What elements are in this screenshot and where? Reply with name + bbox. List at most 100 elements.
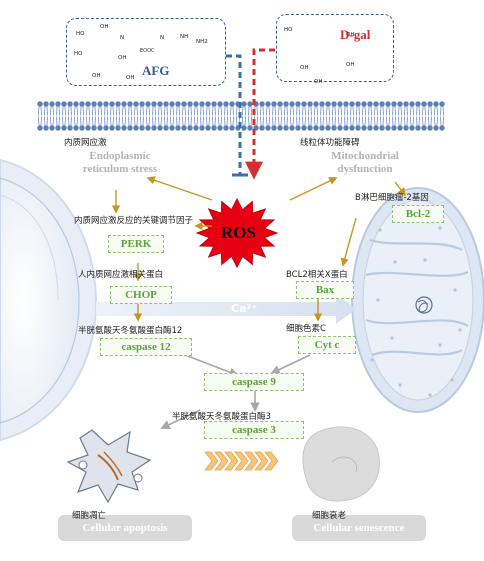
lipid-head (421, 125, 427, 131)
dgal-atom-label: OH (300, 65, 309, 71)
lipid-head (97, 125, 103, 131)
lipid-head (331, 125, 337, 131)
dgal-atom-label: OH (346, 62, 355, 68)
lipid-head (355, 125, 361, 131)
lipid-head (325, 101, 331, 107)
lipid-head (439, 125, 445, 131)
lipid-head (37, 101, 43, 107)
lipid-tail (278, 106, 282, 116)
lipid-head (229, 125, 235, 131)
lipid-head (385, 125, 391, 131)
pathway-arrows (111, 176, 407, 322)
lipid-tail (98, 116, 102, 126)
nucleus-er (0, 158, 98, 442)
lipid-tail (380, 116, 384, 126)
lipid-head (409, 125, 415, 131)
lipid-head (91, 101, 97, 107)
mito-granule (398, 383, 402, 387)
lipid-tail (164, 116, 168, 126)
lipid-head (145, 101, 151, 107)
lipid-head (337, 101, 343, 107)
lipid-tail (272, 106, 276, 116)
lipid-tail (188, 106, 192, 116)
lipid-tail (152, 116, 156, 126)
lipid-head (67, 125, 73, 131)
lipid-tail (290, 116, 294, 126)
lipid-head (199, 125, 205, 131)
lipid-tail (320, 106, 324, 116)
lipid-head (43, 101, 49, 107)
lipid-head (103, 101, 109, 107)
lipid-head (349, 101, 355, 107)
chevron-shape (264, 451, 279, 471)
lipid-tail (146, 116, 150, 126)
lipid-tail (308, 106, 312, 116)
lipid-tail (230, 116, 234, 126)
lipid-head (301, 125, 307, 131)
lipid-head (175, 101, 181, 107)
lipid-head (223, 125, 229, 131)
lipid-head (181, 101, 187, 107)
lipid-head (349, 125, 355, 131)
lipid-head (211, 125, 217, 131)
lipid-tail (350, 116, 354, 126)
lipid-tail (224, 106, 228, 116)
lipid-head (85, 125, 91, 131)
lipid-head (133, 101, 139, 107)
lipid-tail (194, 116, 198, 126)
lipid-tail (230, 106, 234, 116)
afg-atom-label: OH (92, 73, 101, 79)
lipid-head (367, 101, 373, 107)
afg-atom-label: HO (76, 31, 85, 37)
lipid-tail (314, 116, 318, 126)
lipid-head (379, 125, 385, 131)
lipid-tail (116, 106, 120, 116)
lipid-tail (422, 106, 426, 116)
lipid-head (373, 125, 379, 131)
lipid-tail (224, 116, 228, 126)
lipid-head (313, 101, 319, 107)
lipid-head (439, 101, 445, 107)
lipid-head (43, 125, 49, 131)
lipid-head (241, 101, 247, 107)
lipid-tail (242, 106, 246, 116)
er-stress-en-line1: Endoplasmic (89, 150, 151, 162)
lipid-head (217, 125, 223, 131)
lipid-head (145, 125, 151, 131)
lipid-head (373, 101, 379, 107)
lipid-head (73, 101, 79, 107)
lipid-tail (44, 116, 48, 126)
lipid-head (115, 101, 121, 107)
lipid-tail (380, 106, 384, 116)
lipid-tail (92, 106, 96, 116)
lipid-tail (368, 116, 372, 126)
mito-granule (438, 343, 442, 347)
perk-zh-label: 内质网应激反应的关键调节因子 (74, 216, 194, 226)
lipid-head (61, 125, 67, 131)
lipid-tail (242, 116, 246, 126)
lipid-tail (440, 106, 444, 116)
afg-compound-box (66, 18, 226, 86)
lipid-tail (260, 116, 264, 126)
lipid-tail (374, 106, 378, 116)
senescent-cell-illustration (302, 426, 380, 502)
lipid-tail (74, 116, 78, 126)
mito-granule (450, 378, 454, 382)
lipid-head (433, 101, 439, 107)
chop-box: CHOP (110, 286, 172, 304)
mito-granule (438, 226, 442, 230)
lipid-head (103, 125, 109, 131)
cell-membrane (37, 101, 445, 131)
lipid-head (415, 125, 421, 131)
lipid-head (169, 101, 175, 107)
afg-atom-label: N (160, 35, 165, 41)
lipid-tail (86, 106, 90, 116)
lipid-tail (356, 116, 360, 126)
lipid-head (217, 101, 223, 107)
cytc-zh-label: 细胞色素C (286, 324, 326, 334)
lipid-tail (62, 116, 66, 126)
lipid-head (37, 125, 43, 131)
lipid-head (169, 125, 175, 131)
mito-en-line2: dysfunction (337, 163, 393, 175)
